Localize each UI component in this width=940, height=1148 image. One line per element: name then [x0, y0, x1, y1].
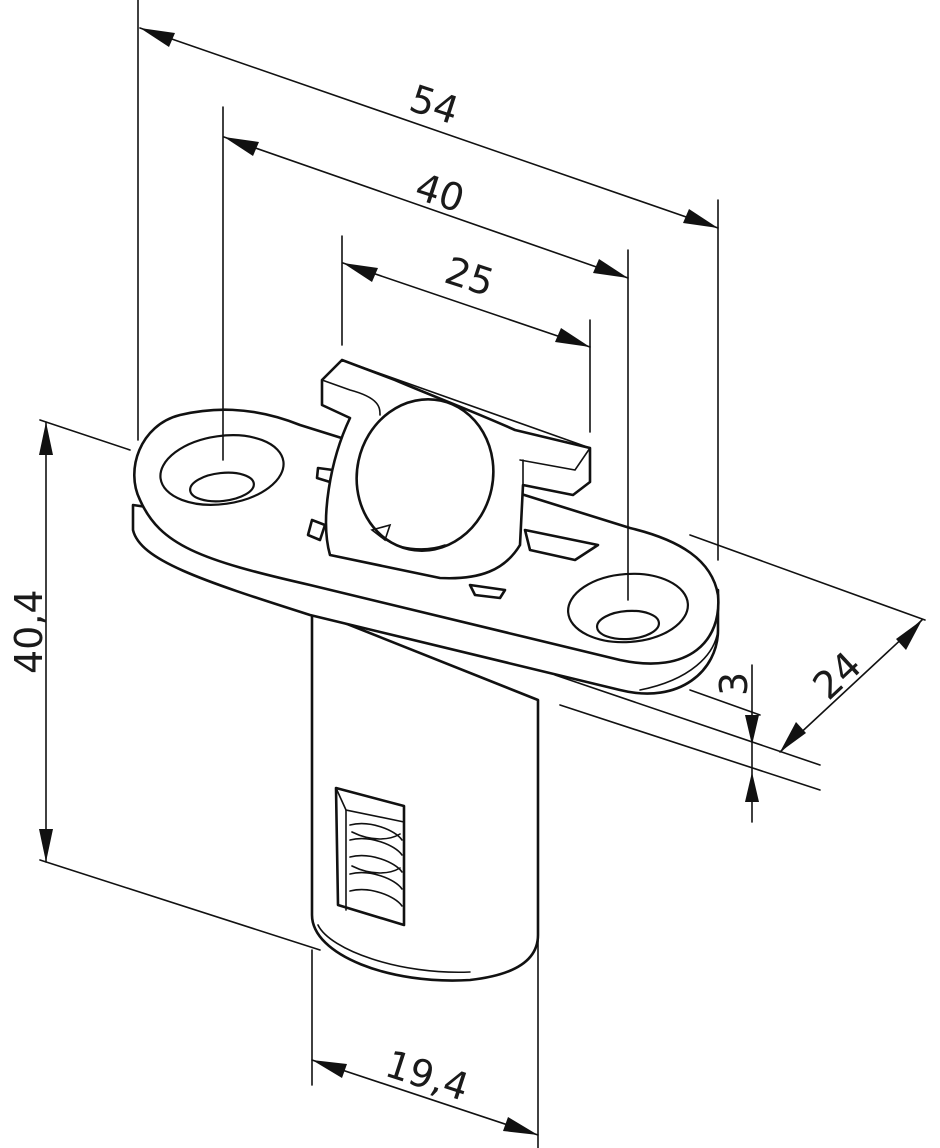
right-screw-hole [566, 572, 690, 644]
folding-eye [320, 358, 592, 580]
dim-label-54: 54 [404, 76, 464, 133]
dim-label-3: 3 [712, 672, 756, 696]
dim-label-24: 24 [805, 643, 870, 708]
dim-label-40: 40 [410, 164, 470, 221]
dim-label-19-4: 19,4 [380, 1042, 474, 1110]
dimension-40 [223, 136, 629, 279]
dimension-25 [342, 262, 591, 348]
dimension-19-4 [311, 1059, 539, 1136]
spring-window [334, 786, 406, 927]
extension-lines [39, 0, 926, 1148]
dimension-54 [139, 27, 719, 229]
left-screw-hole [159, 434, 285, 506]
dimension-40-4 [39, 421, 53, 863]
dimension-24 [779, 619, 923, 753]
dimension-3 [745, 664, 759, 823]
dim-label-40-4: 40,4 [7, 589, 51, 674]
dim-label-25: 25 [440, 248, 500, 305]
